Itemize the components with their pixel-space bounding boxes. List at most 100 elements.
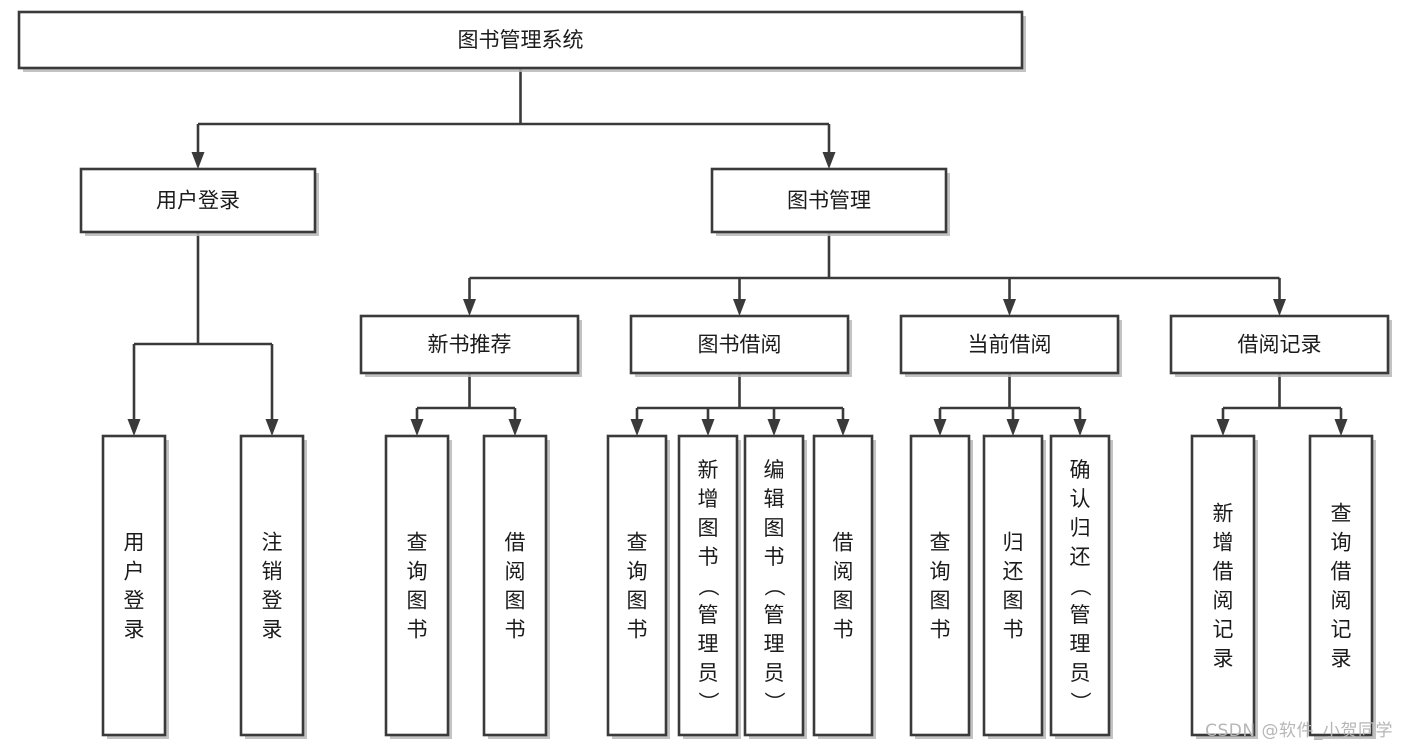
node-label-char: 书 [833, 618, 854, 642]
node-box [677, 434, 739, 737]
node-box [1169, 314, 1390, 375]
node-label-char: 管 [764, 603, 785, 627]
node-box [239, 434, 305, 737]
node-box [710, 167, 948, 234]
node-label-char: 书 [698, 545, 719, 569]
node-newbook[interactable]: 新书推荐 [359, 314, 582, 377]
node-label-char: 图 [698, 516, 719, 540]
node-label-char: 书 [407, 618, 428, 642]
node-label-char: 增 [698, 487, 719, 511]
node-label-char: 录 [1331, 647, 1352, 671]
node-box [482, 434, 548, 737]
node-box [899, 314, 1120, 375]
node-label-char: 查 [1331, 502, 1352, 526]
node-label-char: 登 [124, 589, 145, 613]
node-box [982, 434, 1044, 737]
node-label-char: ） [762, 692, 786, 713]
node-label-char: 管 [698, 603, 719, 627]
node-label-char: 借 [833, 531, 854, 555]
node-label-char: 图 [764, 516, 785, 540]
node-label-char: 登 [262, 589, 283, 613]
node-label-char: 认 [1070, 487, 1091, 511]
node-label-char: 新 [1213, 502, 1234, 526]
node-current[interactable]: 当前借阅 [899, 314, 1122, 377]
node-login[interactable]: 用户登录 [79, 167, 319, 236]
node-label-char: 查 [930, 531, 951, 555]
node-label-char: 记 [1331, 618, 1352, 642]
node-label-char: 用 [124, 531, 145, 555]
node-box [384, 434, 450, 737]
node-label-char: 书 [764, 545, 785, 569]
node-label-char: 归 [1003, 531, 1024, 555]
node-box [101, 434, 167, 737]
node-box [1308, 434, 1374, 737]
node-label-char: 员 [698, 661, 719, 685]
node-label-char: 还 [1003, 560, 1024, 584]
node-label-char: 书 [627, 618, 648, 642]
node-label: 用户登录 [156, 189, 240, 213]
node-label-char: 增 [1213, 531, 1234, 555]
node-root[interactable]: 图书管理系统 [17, 10, 1026, 72]
node-label-char: 阅 [505, 560, 526, 584]
node-label-char: ） [1068, 692, 1092, 713]
node-label-char: 录 [124, 618, 145, 642]
node-box [1049, 434, 1111, 737]
node-label-char: 图 [407, 589, 428, 613]
node-records[interactable]: 借阅记录 [1169, 314, 1392, 377]
node-label-char: ） [696, 692, 720, 713]
node-label-char: 阅 [1213, 589, 1234, 613]
node-box [629, 314, 850, 375]
node-label-char: 归 [1070, 516, 1091, 540]
node-label-char: 询 [930, 560, 951, 584]
node-label-char: 确 [1070, 458, 1091, 482]
node-label-char: 借 [1213, 560, 1234, 584]
node-label: 图书借阅 [698, 333, 782, 357]
node-label: 借阅记录 [1238, 333, 1322, 357]
node-label-char: 编 [764, 458, 785, 482]
node-label: 图书管理系统 [458, 28, 584, 52]
node-label-char: 图 [627, 589, 648, 613]
node-label-char: 理 [1070, 632, 1091, 656]
node-label-char: 书 [1003, 618, 1024, 642]
node-box [359, 314, 580, 375]
node-label-char: （ [762, 576, 786, 597]
node-label-char: 辑 [764, 487, 785, 511]
node-label-char: 询 [1331, 531, 1352, 555]
node-box [909, 434, 971, 737]
node-label-char: 图 [1003, 589, 1024, 613]
node-borrow[interactable]: 图书借阅 [629, 314, 852, 377]
node-label-char: 理 [764, 632, 785, 656]
node-label-char: 户 [124, 560, 145, 584]
node-label-char: 书 [930, 618, 951, 642]
node-label: 当前借阅 [968, 333, 1052, 357]
node-box [812, 434, 874, 737]
node-label-char: 管 [1070, 603, 1091, 627]
watermark-text: CSDN @软件_小贺同学 [1205, 721, 1393, 741]
node-label-char: 图 [505, 589, 526, 613]
node-label-char: 录 [1213, 647, 1234, 671]
node-label-char: 员 [1070, 661, 1091, 685]
node-label-char: 查 [627, 531, 648, 555]
node-label-char: 图 [833, 589, 854, 613]
node-label-char: 销 [262, 560, 283, 584]
node-leaf-user-login[interactable]: 用户登录 [101, 434, 169, 739]
node-label: 图书管理 [787, 189, 871, 213]
node-label-char: 录 [262, 618, 283, 642]
node-bookmgmt[interactable]: 图书管理 [710, 167, 950, 236]
node-label-char: 新 [698, 458, 719, 482]
node-box [606, 434, 668, 737]
